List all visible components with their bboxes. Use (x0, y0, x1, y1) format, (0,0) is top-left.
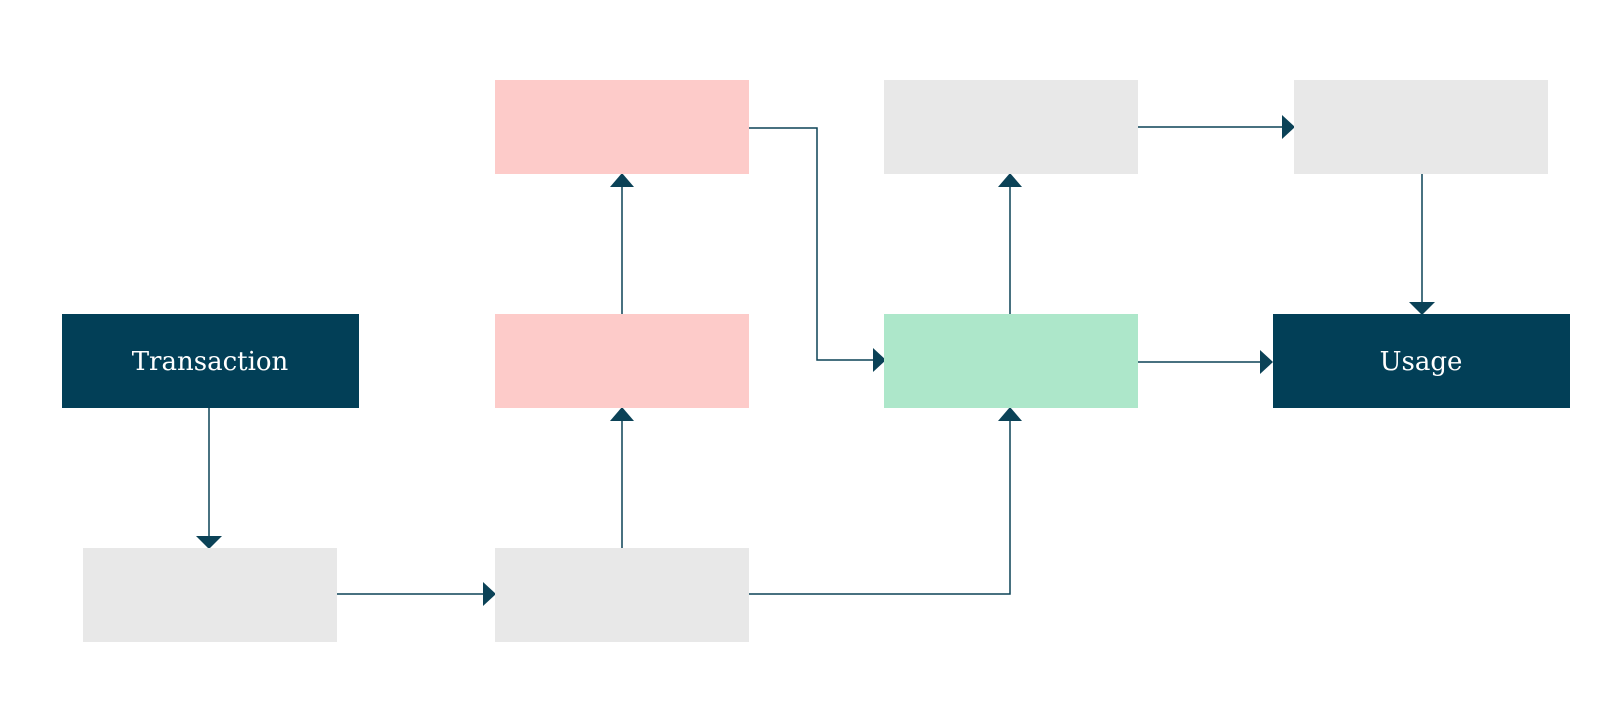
node-step2 (495, 548, 749, 642)
arrowhead-right-green-left (873, 348, 886, 372)
node-transaction (62, 314, 359, 408)
node-usage (1273, 314, 1570, 408)
node-pink-mid (495, 314, 749, 408)
arrowheads (196, 115, 1435, 606)
node-usage-label: Usage (1380, 347, 1463, 377)
arrowhead-right-gray-top-right (1282, 115, 1295, 139)
arrowhead-right-step2 (483, 582, 496, 606)
edge-pink-top-to-green (748, 127, 873, 361)
arrowhead-down-step1 (196, 536, 222, 549)
node-step1 (83, 548, 337, 642)
node-transaction-label: Transaction (132, 347, 289, 377)
arrowhead-right-usage (1260, 350, 1273, 374)
edge-step2-to-green (748, 418, 1011, 595)
connectors (208, 126, 1423, 595)
arrowhead-down-usage (1409, 302, 1435, 315)
arrowhead-up-green-bottom (998, 407, 1022, 421)
arrowhead-up-gray-top-mid (998, 173, 1022, 187)
node-gray-top-right (1294, 80, 1548, 174)
arrowhead-up-pink-top (610, 173, 634, 187)
node-green (884, 314, 1138, 408)
node-pink-top (495, 80, 749, 174)
arrowhead-up-pink-mid (610, 407, 634, 421)
node-gray-top-mid (884, 80, 1138, 174)
nodes: Transaction Usage (62, 80, 1570, 642)
